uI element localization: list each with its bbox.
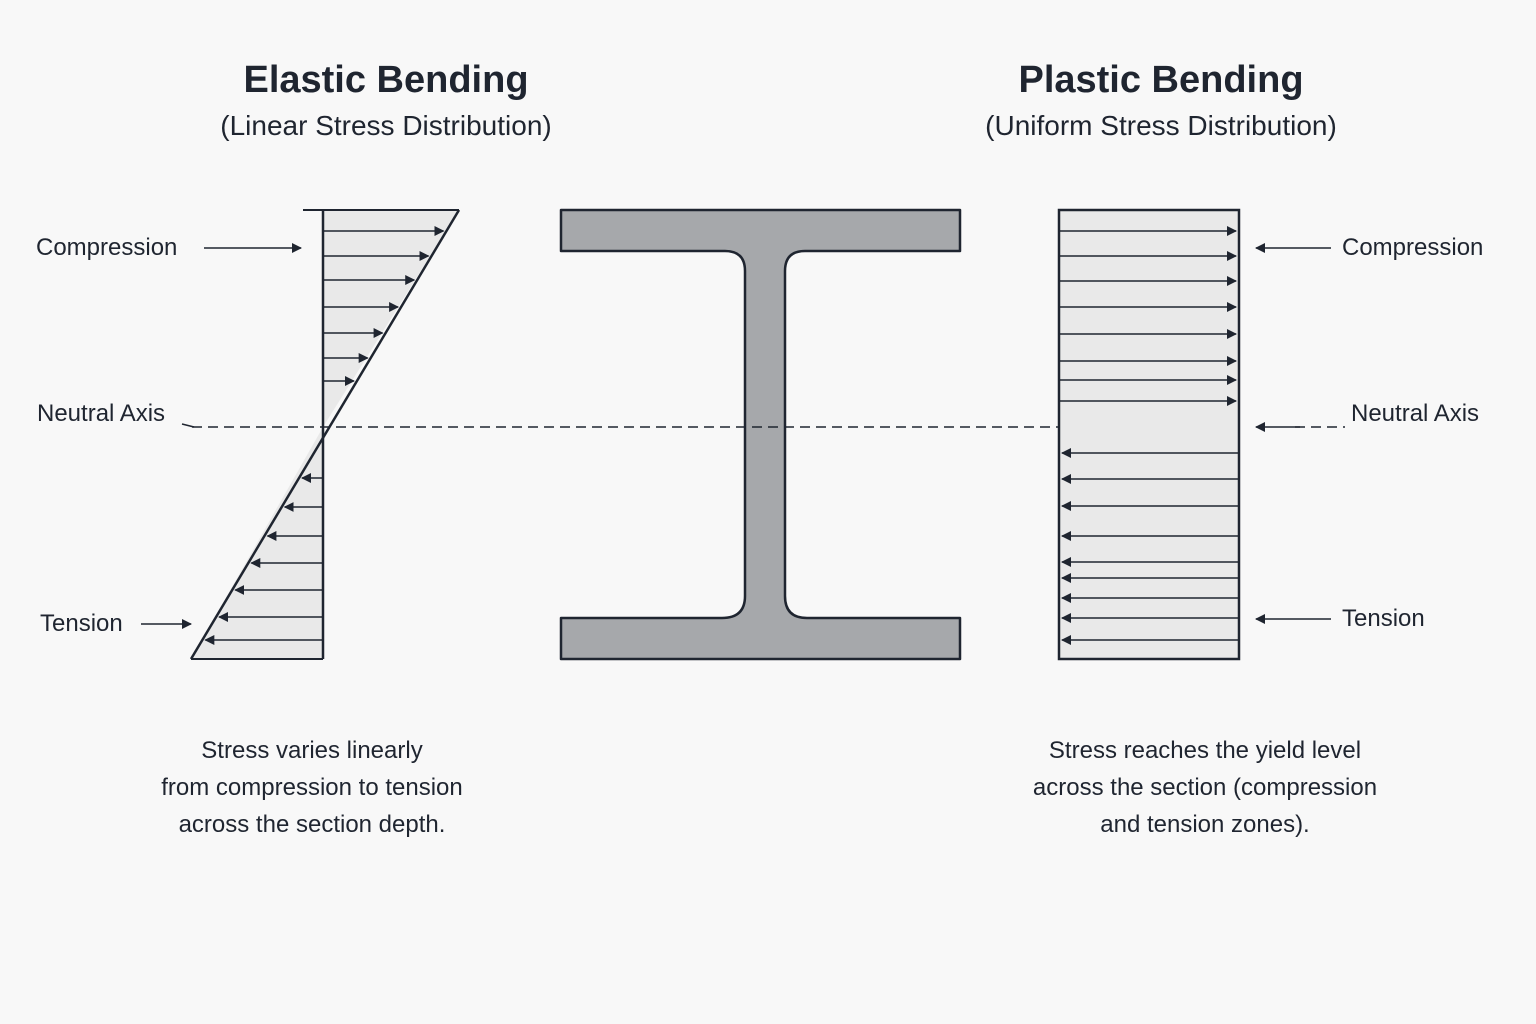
plastic-stress-diagram [1057,208,1241,661]
elastic-neutral-axis-label: Neutral Axis [37,400,166,427]
elastic-caption: Stress varies linearly from compression … [92,732,532,843]
elastic-caption-line: Stress varies linearly [201,737,423,764]
plastic-heading: Plastic Bending (Uniform Stress Distribu… [881,58,1441,144]
elastic-neutral-axis-pointer [181,423,195,428]
plastic-title: Plastic Bending [1018,59,1304,101]
elastic-stress-diagram [189,209,461,660]
plastic-compression-label: Compression [1342,234,1484,261]
i-beam-cross-section [559,208,962,661]
elastic-heading: Elastic Bending (Linear Stress Distribut… [106,58,666,144]
plastic-caption: Stress reaches the yield level across th… [985,732,1425,843]
plastic-subtitle: (Uniform Stress Distribution) [985,110,1337,141]
elastic-title: Elastic Bending [243,59,529,101]
plastic-stress-block [1057,208,1241,661]
plastic-caption-line: Stress reaches the yield level [1048,737,1362,764]
elastic-tension-label: Tension [40,610,123,637]
plastic-neutral-axis-label: Neutral Axis [1351,400,1480,427]
elastic-stress-arrows [204,226,445,645]
plastic-stress-arrows [1059,226,1238,645]
elastic-tension-zone [191,427,323,659]
plastic-caption-line: and tension zones). [1100,811,1310,838]
elastic-compression-zone [323,210,459,427]
elastic-compression-label: Compression [36,234,178,261]
elastic-caption-line: across the section depth. [178,811,446,838]
elastic-subtitle: (Linear Stress Distribution) [220,110,552,141]
elastic-caption-line: from compression to tension [161,774,463,801]
plastic-caption-line: across the section (compression [1032,774,1378,801]
plastic-tension-label: Tension [1342,605,1425,632]
